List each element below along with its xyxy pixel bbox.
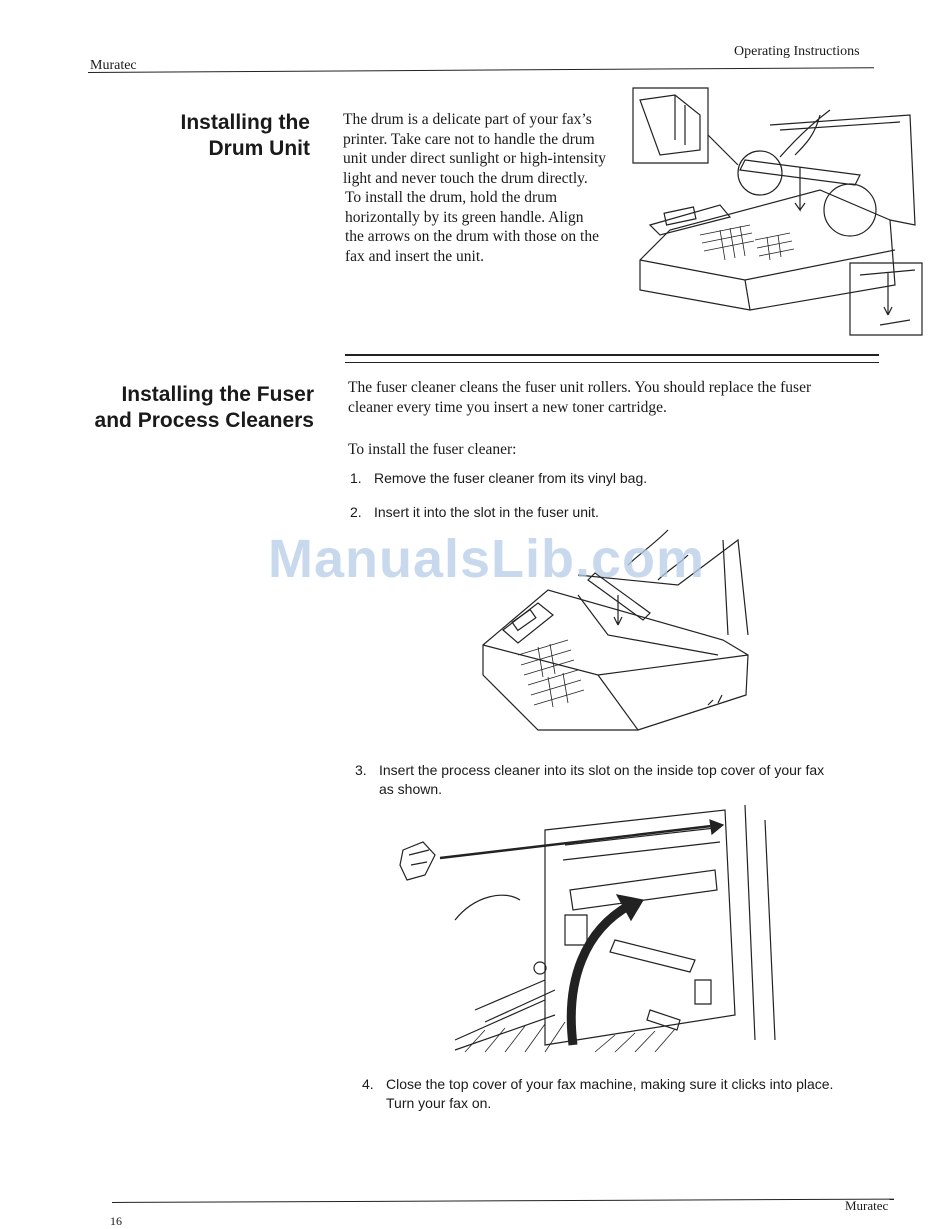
step-text: Turn your fax on. — [386, 1095, 492, 1111]
drum-p1-line: printer. Take care not to handle the dru… — [343, 130, 595, 148]
step-number: 1. — [350, 470, 362, 486]
fuser-cleaner-illustration — [478, 525, 753, 740]
drum-title-line-2: Drum Unit — [208, 137, 311, 160]
step-4: 4. Close the top cover of your fax machin… — [362, 1075, 833, 1113]
step-number: 4. — [362, 1076, 374, 1092]
fuser-intro-line: The fuser cleaner cleans the fuser unit … — [348, 379, 812, 396]
fuser-intro-line: cleaner every time you insert a new tone… — [348, 398, 667, 416]
drum-title-line-1: Installing the — [180, 111, 310, 134]
process-cleaner-illustration — [395, 800, 795, 1058]
step-2: 2. Insert it into the slot in the fuser u… — [350, 503, 599, 522]
step-text: Insert the process cleaner into its slot… — [379, 762, 825, 778]
fuser-title-line-1: Installing the Fuser — [121, 383, 314, 406]
footer-rule — [111, 1198, 894, 1203]
drum-paragraph-2: To install the drum, hold the drum horiz… — [345, 188, 635, 266]
drum-p1-line: unit under direct sunlight or high-inten… — [343, 150, 607, 167]
drum-p2-line: horizontally by its green handle. Align — [345, 208, 584, 226]
step-text: Close the top cover of your fax machine,… — [386, 1076, 834, 1092]
fuser-intro: The fuser cleaner cleans the fuser unit … — [348, 378, 888, 417]
drum-p2-line: fax and insert the unit. — [345, 247, 485, 265]
step-text: Remove the fuser cleaner from its vinyl … — [374, 470, 648, 486]
drum-paragraph-1: The drum is a delicate part of your fax’… — [343, 110, 643, 188]
section-divider — [345, 354, 879, 363]
step-3: 3. Insert the process cleaner into its sl… — [355, 761, 824, 799]
step-text: as shown. — [379, 781, 443, 797]
header-section-title: Operating Instructions — [734, 44, 860, 59]
fuser-title-line-2: and Process Cleaners — [94, 409, 314, 432]
drum-section-title: Installing the Drum Unit — [120, 110, 310, 162]
step-number: 2. — [350, 504, 362, 520]
fuser-section-title: Installing the Fuser and Process Cleaner… — [60, 382, 314, 434]
footer-brand: Muratec — [845, 1198, 889, 1213]
drum-install-illustration — [630, 85, 925, 340]
drum-p1-line: The drum is a delicate part of your fax’… — [343, 111, 592, 128]
step-number: 3. — [355, 762, 367, 778]
drum-p2-line: To install the drum, hold the drum — [345, 189, 558, 206]
step-1: 1. Remove the fuser cleaner from its viny… — [350, 469, 647, 488]
fuser-lead: To install the fuser cleaner: — [348, 441, 517, 458]
watermark: ManualsLib.com — [268, 529, 706, 589]
page-number: 16 — [110, 1214, 122, 1228]
drum-p1-line: light and never touch the drum directly. — [343, 169, 588, 187]
header-rule — [87, 67, 874, 73]
step-text: Insert it into the slot in the fuser uni… — [374, 504, 599, 520]
header-brand: Muratec — [90, 58, 137, 73]
drum-p2-line: the arrows on the drum with those on the — [345, 228, 599, 245]
